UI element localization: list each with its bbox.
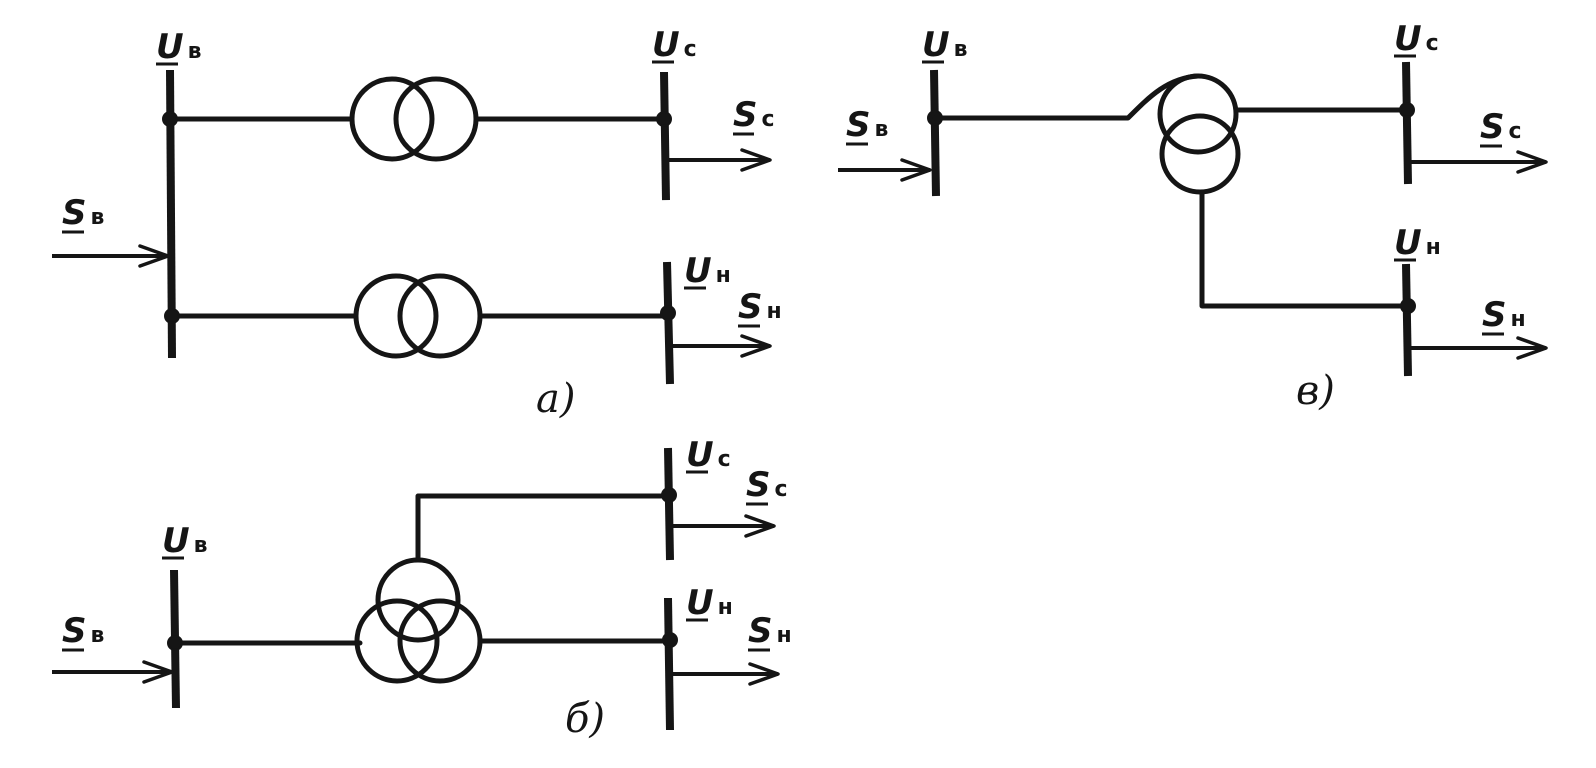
scheme-b-hv-node: [167, 635, 183, 651]
scheme-c-lv-wire: [1199, 189, 1413, 309]
scheme-a-lv-bus: [663, 261, 674, 385]
scheme-b-mv-wire: [415, 493, 673, 563]
scheme-a-input-arrowhead: [138, 244, 170, 268]
scheme-c-lv-node: [1400, 298, 1416, 314]
scheme-a-lv-node: [660, 305, 676, 321]
scheme-a-mv-node: [656, 111, 672, 127]
scheme-b-mv-bus: [664, 447, 674, 561]
scheme-a-mv-bus: [660, 71, 670, 201]
scheme-b-lv-node: [662, 632, 678, 648]
scheme-a-lv-output-arrowhead: [740, 334, 772, 358]
scheme-b-transformer-winding-high: [354, 598, 440, 684]
scheme-a-hv-node-lower: [164, 308, 180, 324]
scheme-c-lv-bus: [1402, 263, 1412, 377]
scheme-a-caption: а): [536, 376, 575, 422]
scheme-b-mv-output-arrowhead: [744, 514, 776, 538]
scheme-c-caption: в): [1296, 368, 1335, 414]
scheme-c-lv-output-arrowhead: [1516, 336, 1548, 360]
scheme-c-hv-bus: [930, 69, 940, 197]
scheme-a-upper-transformer-winding-2: [393, 76, 479, 162]
scheme-c-input-arrowhead: [900, 158, 932, 182]
scheme-b-lv-bus: [664, 597, 674, 731]
scheme-a-upper-transformer-winding-1: [349, 76, 435, 162]
scheme-b-input-arrowhead: [142, 660, 174, 684]
scheme-c-autotransformer-winding: [1157, 73, 1239, 155]
scheme-c-mv-output-arrowhead: [1516, 150, 1548, 174]
scheme-a-lower-transformer-winding-2: [397, 273, 483, 359]
scheme-c-mv-bus: [1402, 61, 1412, 185]
scheme-a-lower-transformer-winding-1: [353, 273, 439, 359]
scheme-a-mv-output-arrowhead: [740, 148, 772, 172]
scheme-b-caption: б): [565, 696, 605, 742]
scheme-a-hv-node-upper: [162, 111, 178, 127]
scheme-c-mv-node: [1399, 102, 1415, 118]
scheme-b-mv-node: [661, 487, 677, 503]
scheme-b-lv-output-arrowhead: [748, 662, 780, 686]
